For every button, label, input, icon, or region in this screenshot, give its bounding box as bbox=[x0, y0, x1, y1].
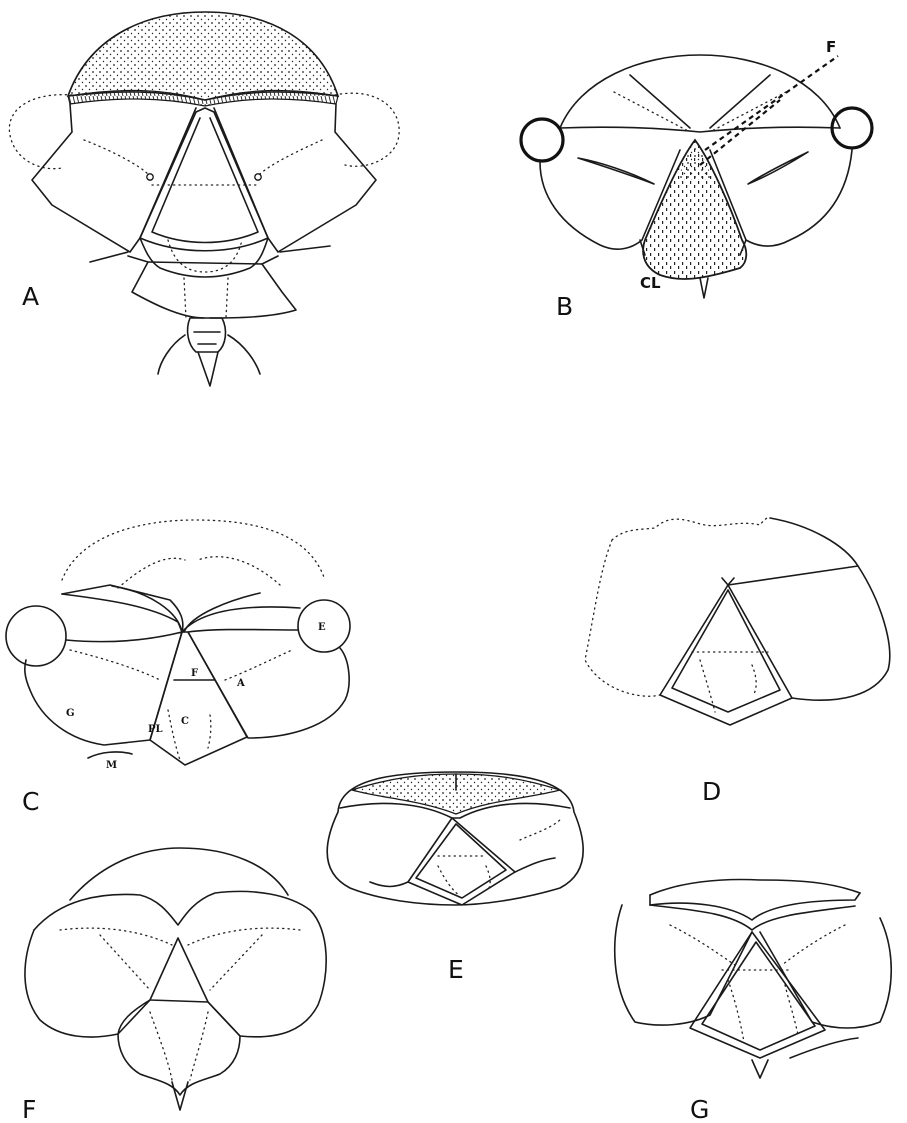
figure-c-label-pl: PL bbox=[148, 724, 163, 735]
figure-b-label-cl: CL bbox=[640, 274, 661, 292]
figure-f: F bbox=[22, 848, 326, 1123]
figure-c-label-e: E bbox=[318, 622, 326, 633]
figure-e-letter: E bbox=[448, 955, 464, 984]
figure-c: E F A G PL C M C bbox=[6, 520, 350, 816]
figure-g: G bbox=[615, 880, 891, 1123]
figure-c-label-a: A bbox=[236, 678, 245, 689]
figure-b: F CL B bbox=[521, 38, 872, 321]
figure-c-label-f: F bbox=[191, 668, 198, 679]
figure-e: E bbox=[327, 772, 583, 984]
figure-a: A bbox=[9, 12, 399, 386]
figure-d-letter: D bbox=[702, 777, 721, 806]
figure-g-letter: G bbox=[690, 1095, 709, 1123]
figure-d: D bbox=[585, 517, 890, 806]
figure-c-letter: C bbox=[22, 787, 39, 816]
figure-c-label-m: M bbox=[106, 760, 117, 771]
figure-c-label-c: C bbox=[181, 716, 189, 727]
figure-b-letter: B bbox=[556, 292, 573, 321]
figure-c-label-g: G bbox=[66, 708, 75, 719]
figure-a-letter: A bbox=[22, 282, 39, 311]
figure-f-letter: F bbox=[22, 1095, 36, 1123]
figure-b-label-f: F bbox=[826, 38, 836, 56]
